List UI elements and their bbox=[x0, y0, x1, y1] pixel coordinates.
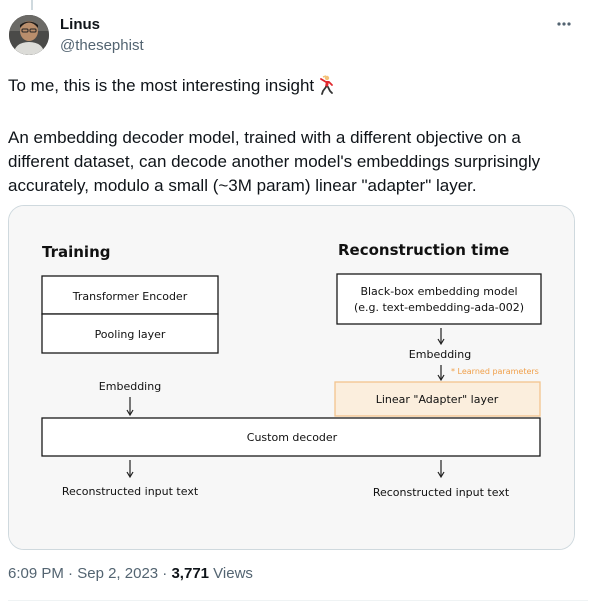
views-count[interactable]: 3,771 bbox=[171, 565, 210, 582]
dancing-man-emoji-icon bbox=[317, 75, 335, 102]
views-label: Views bbox=[209, 565, 253, 582]
avatar[interactable] bbox=[9, 15, 49, 55]
embedding-decoder-diagram: Training Transformer Encoder Pooling lay… bbox=[9, 206, 574, 549]
blackbox-embedding-box bbox=[336, 273, 542, 325]
custom-decoder-box bbox=[41, 417, 541, 457]
tweet-line-1: To me, this is the most interesting insi… bbox=[8, 76, 315, 95]
tweet-paragraph-2: An embedding decoder model, trained with… bbox=[8, 128, 541, 195]
pooling-layer-box bbox=[41, 313, 219, 354]
bottom-divider bbox=[8, 600, 588, 601]
custom-decoder-label: Custom decoder bbox=[247, 431, 338, 444]
learned-parameters-note: * Learned parameters bbox=[451, 367, 539, 376]
reconstruction-embedding-label: Embedding bbox=[409, 348, 471, 361]
linear-adapter-label: Linear "Adapter" layer bbox=[376, 393, 499, 406]
more-options-button[interactable] bbox=[552, 14, 576, 34]
training-output-label: Reconstructed input text bbox=[62, 485, 199, 498]
author-name[interactable]: Linus bbox=[60, 16, 100, 33]
transformer-encoder-label: Transformer Encoder bbox=[72, 290, 188, 303]
author-handle[interactable]: @thesephist bbox=[60, 37, 144, 54]
transformer-encoder-box bbox=[41, 275, 219, 315]
tweet-media-image[interactable]: Training Transformer Encoder Pooling lay… bbox=[8, 205, 575, 550]
tweet-date[interactable]: Sep 2, 2023 bbox=[77, 565, 159, 582]
training-embedding-label: Embedding bbox=[99, 380, 161, 393]
reconstruction-title: Reconstruction time bbox=[338, 241, 509, 259]
thread-connector-line bbox=[31, 0, 33, 10]
linear-adapter-box bbox=[334, 381, 541, 417]
tweet-time[interactable]: 6:09 PM bbox=[8, 565, 64, 582]
reconstruction-output-label: Reconstructed input text bbox=[373, 486, 510, 499]
blackbox-label-line1: Black-box embedding model bbox=[360, 285, 517, 298]
more-horizontal-icon bbox=[557, 22, 571, 26]
pooling-layer-label: Pooling layer bbox=[95, 328, 166, 341]
avatar-image bbox=[9, 15, 49, 55]
training-title: Training bbox=[42, 243, 110, 261]
blackbox-label-line2: (e.g. text-embedding-ada-002) bbox=[354, 301, 524, 314]
tweet-text: To me, this is the most interesting insi… bbox=[8, 74, 578, 198]
meta-separator-2: · bbox=[158, 565, 172, 582]
tweet-metadata: 6:09 PM · Sep 2, 2023 · 3,771 Views bbox=[8, 565, 253, 582]
tweet-paragraph-1: To me, this is the most interesting insi… bbox=[8, 74, 578, 102]
meta-separator-1: · bbox=[63, 565, 78, 582]
